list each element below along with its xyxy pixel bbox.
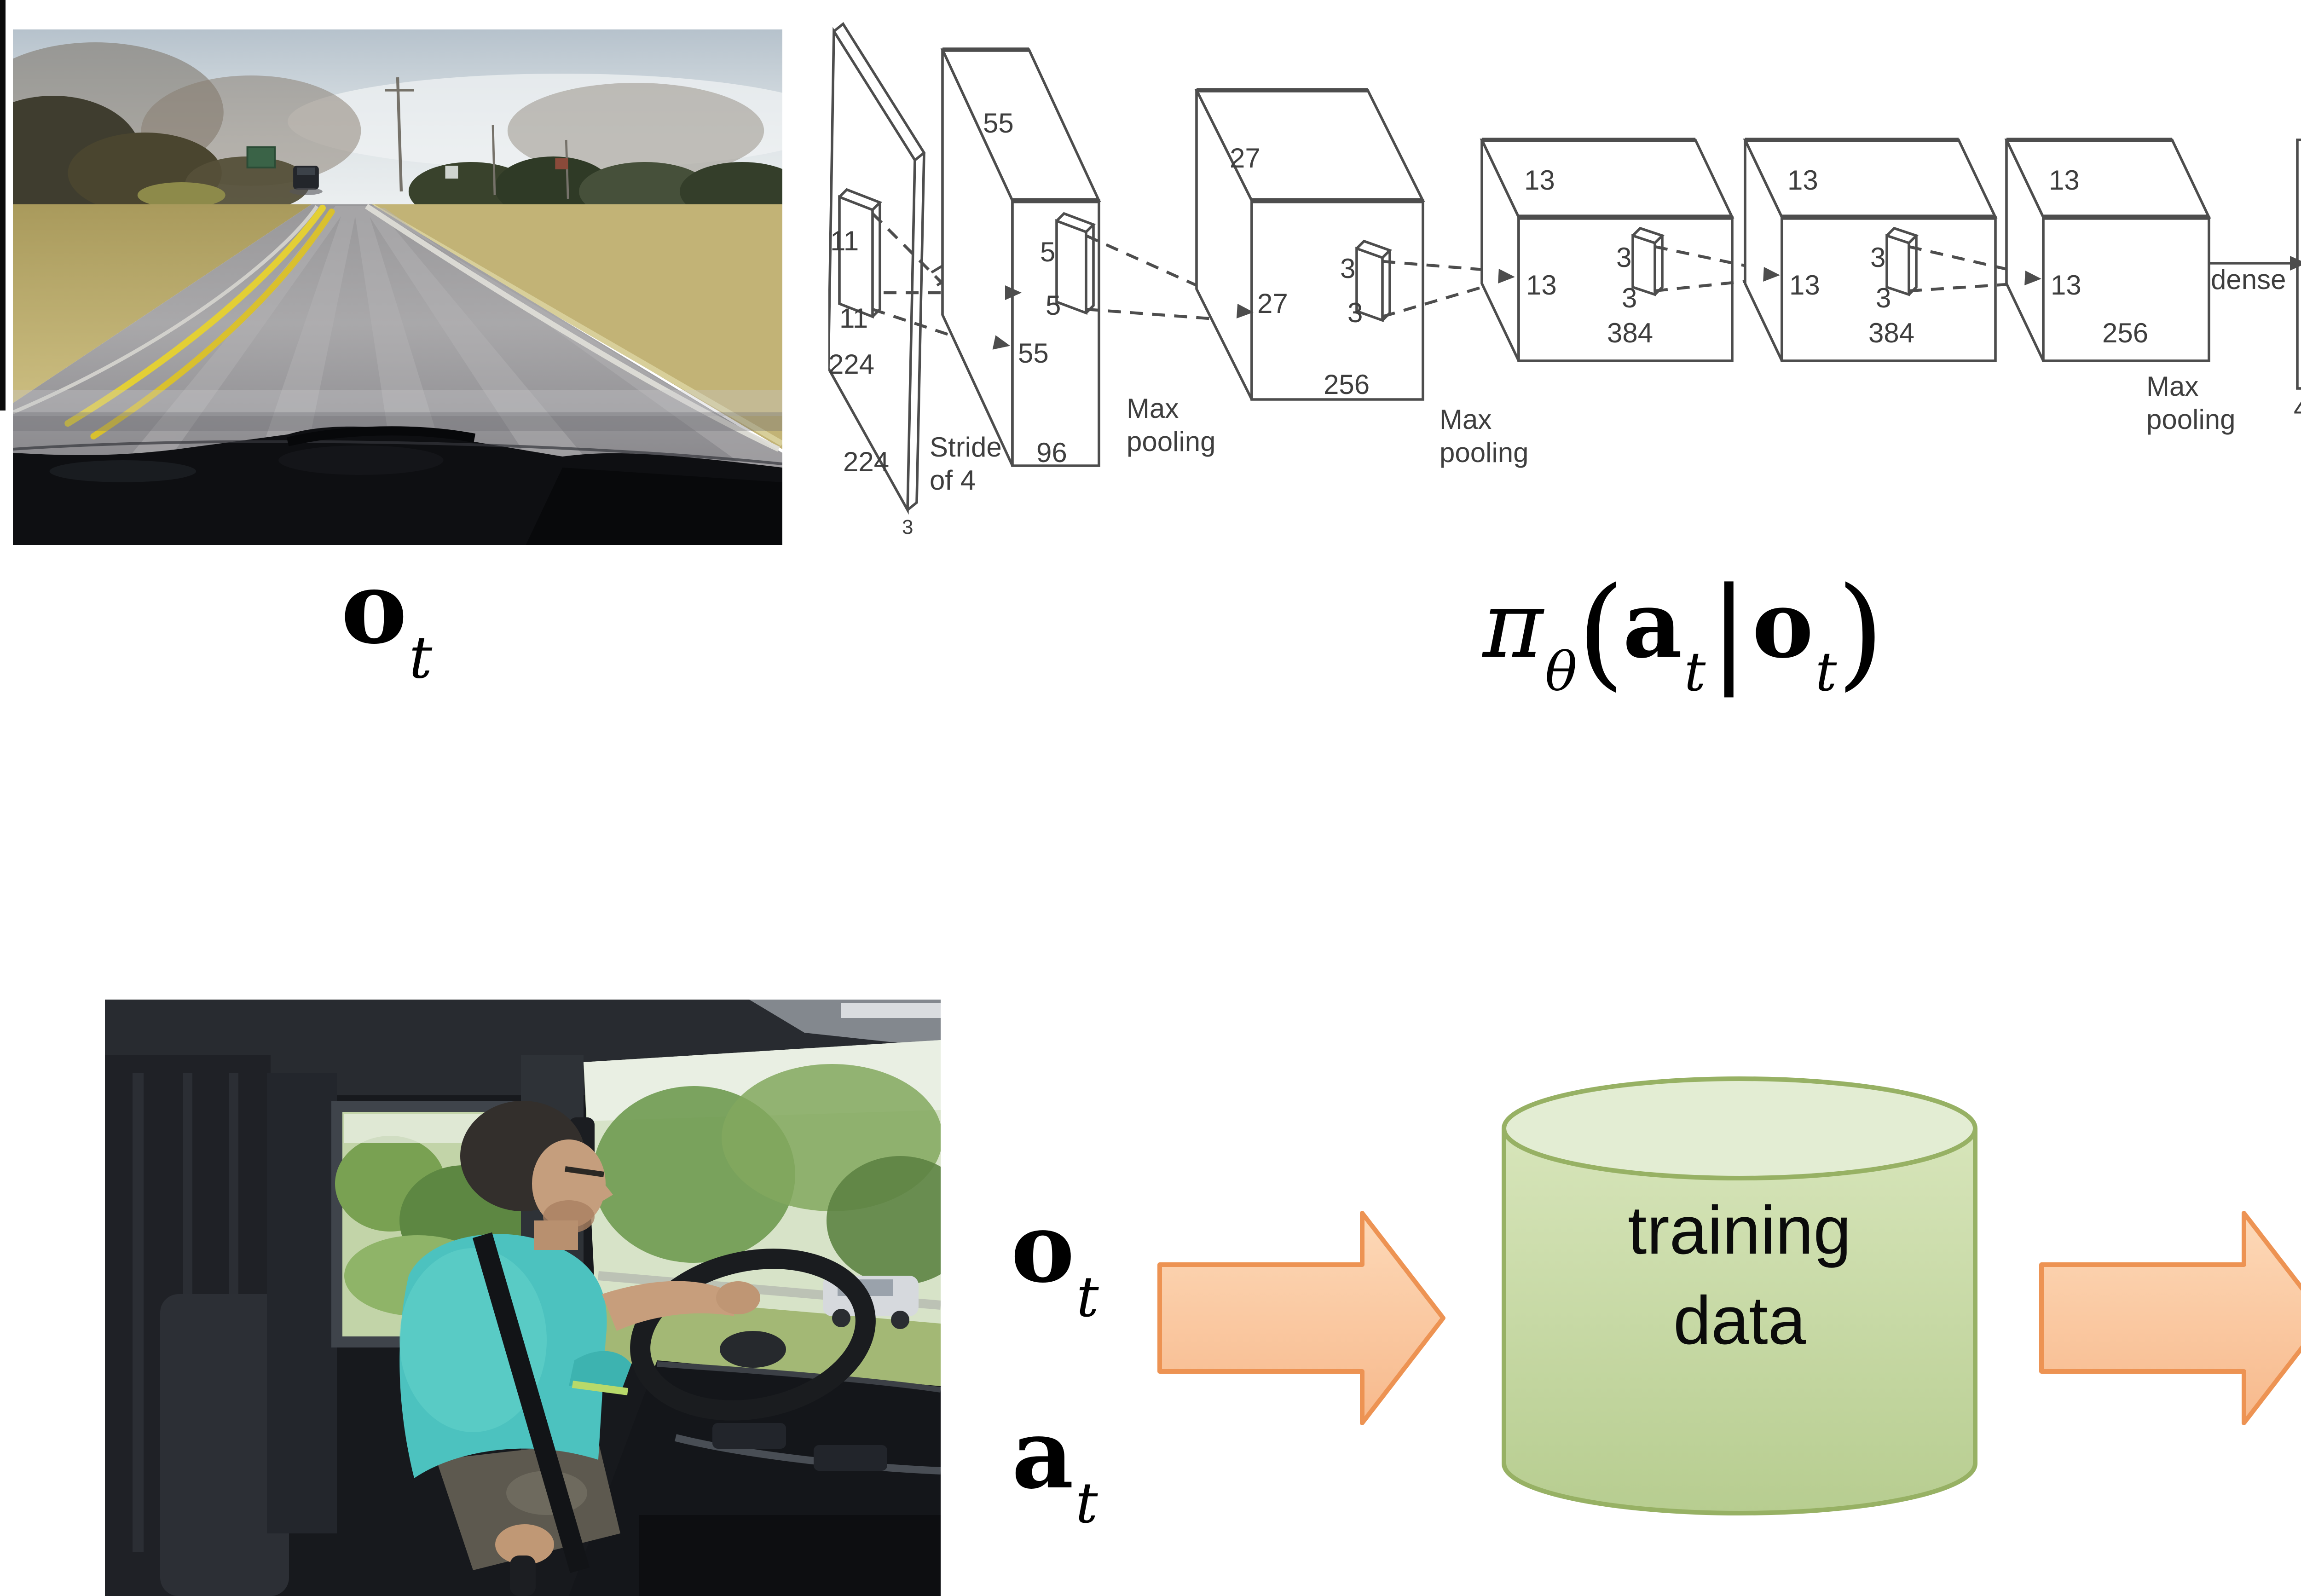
label-conv3-k3-a: 3 bbox=[1616, 242, 1631, 273]
cnn-conv5-layer bbox=[2004, 138, 2211, 362]
label-pool3-max: Max bbox=[2146, 371, 2198, 402]
cnn-arrowheads bbox=[992, 256, 2301, 350]
label-conv2-27-b: 27 bbox=[1257, 288, 1288, 319]
label-conv5-13-a: 13 bbox=[2049, 165, 2080, 196]
label-conv4-k3-b: 3 bbox=[1876, 283, 1891, 313]
label-conv1-96: 96 bbox=[1036, 437, 1067, 468]
label-pool1-max: Max bbox=[1127, 393, 1179, 424]
label-input-224-a: 224 bbox=[828, 349, 874, 380]
label-kernel3-a: 3 bbox=[1340, 253, 1355, 284]
label-pool3-pooling: pooling bbox=[2146, 404, 2236, 435]
label-fc6-4096: 4096 bbox=[2294, 393, 2301, 424]
database-cylinder-icon bbox=[1502, 1076, 1977, 1515]
cnn-conv2-layer bbox=[1194, 88, 1425, 401]
slide-left-edge bbox=[0, 0, 6, 411]
cnn-dashed-links-5 bbox=[1908, 245, 2022, 293]
label-conv4-384: 384 bbox=[1868, 318, 1914, 348]
flow-arrow-to-learning-icon bbox=[2039, 1211, 2301, 1425]
label-kernel3-b: 3 bbox=[1347, 297, 1363, 328]
label-conv1-55-b: 55 bbox=[1018, 338, 1049, 369]
flow-arrow-to-data-icon bbox=[1157, 1211, 1445, 1425]
label-kernel5-a: 5 bbox=[1040, 237, 1055, 267]
label-input-224-b: 224 bbox=[843, 446, 889, 477]
cnn-input-layer bbox=[828, 22, 956, 515]
label-conv4-13-a: 13 bbox=[1787, 165, 1818, 196]
label-kernel11-a: 11 bbox=[830, 226, 859, 256]
label-conv2-27-a: 27 bbox=[1230, 143, 1260, 173]
label-pool1-pooling: pooling bbox=[1127, 426, 1216, 457]
observation-symbol: o bbox=[341, 549, 407, 666]
label-conv4-k3-a: 3 bbox=[1870, 242, 1885, 273]
label-pool2-max: Max bbox=[1440, 404, 1492, 435]
cnn-architecture-diagram: 11 11 224 224 3 Stride of 4 55 55 96 5 5… bbox=[828, 22, 2301, 538]
label-kernel11-b: 11 bbox=[839, 303, 868, 334]
label-conv3-13-a: 13 bbox=[1524, 165, 1555, 196]
cnn-conv1-layer bbox=[940, 47, 1101, 467]
label-input-depth: 3 bbox=[902, 516, 913, 538]
label-dense-1: dense bbox=[2211, 264, 2286, 295]
label-stride-1: Stride bbox=[930, 432, 1002, 463]
label-conv3-384: 384 bbox=[1607, 318, 1653, 348]
label-conv5-13-b: 13 bbox=[2051, 270, 2081, 301]
label-conv3-13-b: 13 bbox=[1526, 270, 1557, 301]
label-stride-2: of 4 bbox=[930, 465, 976, 496]
label-conv3-k3-b: 3 bbox=[1622, 283, 1637, 313]
label-conv2-256: 256 bbox=[1324, 369, 1370, 400]
cnn-dashed-links-4 bbox=[1654, 245, 1760, 293]
label-pool2-pooling: pooling bbox=[1440, 437, 1529, 468]
training-data-label: training data bbox=[1628, 1193, 1851, 1359]
label-conv1-55-a: 55 bbox=[983, 108, 1014, 139]
training-data-database: training data bbox=[1498, 1073, 1981, 1519]
label-conv4-13-b: 13 bbox=[1789, 270, 1820, 301]
label-conv5-256: 256 bbox=[2102, 318, 2148, 348]
cnn-dashed-links-3 bbox=[1382, 260, 1495, 318]
label-kernel5-b: 5 bbox=[1046, 290, 1061, 321]
observation-road-image bbox=[13, 29, 782, 545]
truck-driver-photo bbox=[105, 1000, 941, 1596]
